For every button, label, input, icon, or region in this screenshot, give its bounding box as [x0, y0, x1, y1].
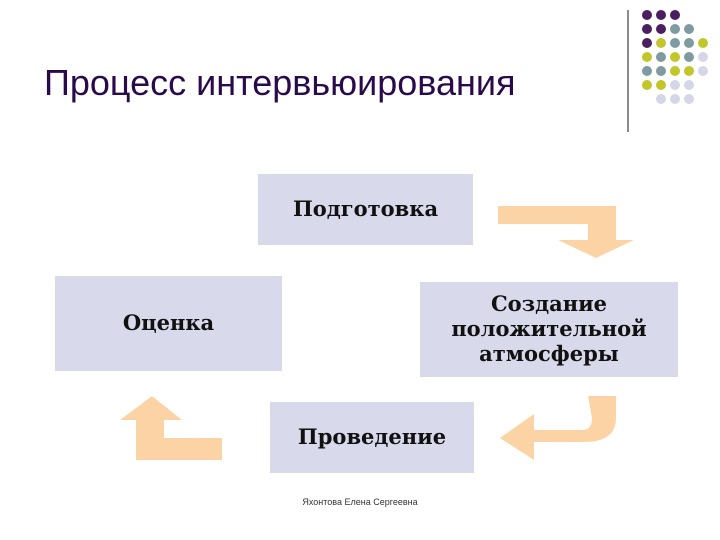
decor-dot [642, 52, 652, 62]
decor-dot [642, 10, 652, 20]
decor-dot [670, 24, 680, 34]
decor-dot [698, 52, 708, 62]
decor-dot [684, 24, 694, 34]
step-label: Создание положительной атмосферы [451, 291, 647, 366]
decor-dot [656, 66, 666, 76]
flow-arrow-prep-to-atmosphere [498, 206, 634, 258]
step-label: Проведение [297, 424, 447, 450]
decor-dot [656, 52, 666, 62]
decorative-divider [627, 10, 629, 132]
decor-dot [670, 52, 680, 62]
step-box-conduct: Проведение [270, 402, 474, 473]
decor-dot [656, 24, 666, 34]
step-box-preparation: Подготовка [258, 174, 473, 245]
decor-dot [656, 10, 666, 20]
decor-dot [656, 80, 666, 90]
step-label: Оценка [122, 310, 215, 336]
decor-dot [642, 24, 652, 34]
decor-dot [642, 66, 652, 76]
step-box-atmosphere: Создание положительной атмосферы [420, 282, 678, 377]
flow-arrow-conduct-to-evaluation [120, 396, 222, 460]
decor-dot [642, 38, 652, 48]
step-box-evaluation: Оценка [55, 276, 282, 371]
decor-dot [670, 80, 680, 90]
decor-dot [684, 38, 694, 48]
decor-dot [656, 94, 666, 104]
decor-dot [698, 38, 708, 48]
decor-dot [684, 66, 694, 76]
decor-dot [684, 52, 694, 62]
slide-footer-author: Яхонтова Елена Сергеевна [302, 497, 418, 507]
decor-dot [670, 66, 680, 76]
decor-dot [684, 80, 694, 90]
decor-dot [642, 80, 652, 90]
decor-dot [670, 38, 680, 48]
step-label: Подготовка [292, 196, 439, 222]
flow-arrow-atmosphere-to-conduct [500, 396, 616, 460]
decorative-dot-grid [638, 10, 710, 120]
slide-title: Процесс интервьюирования [44, 62, 516, 103]
decor-dot [670, 10, 680, 20]
decor-dot [684, 94, 694, 104]
decor-dot [670, 94, 680, 104]
decor-dot [698, 66, 708, 76]
decor-dot [656, 38, 666, 48]
